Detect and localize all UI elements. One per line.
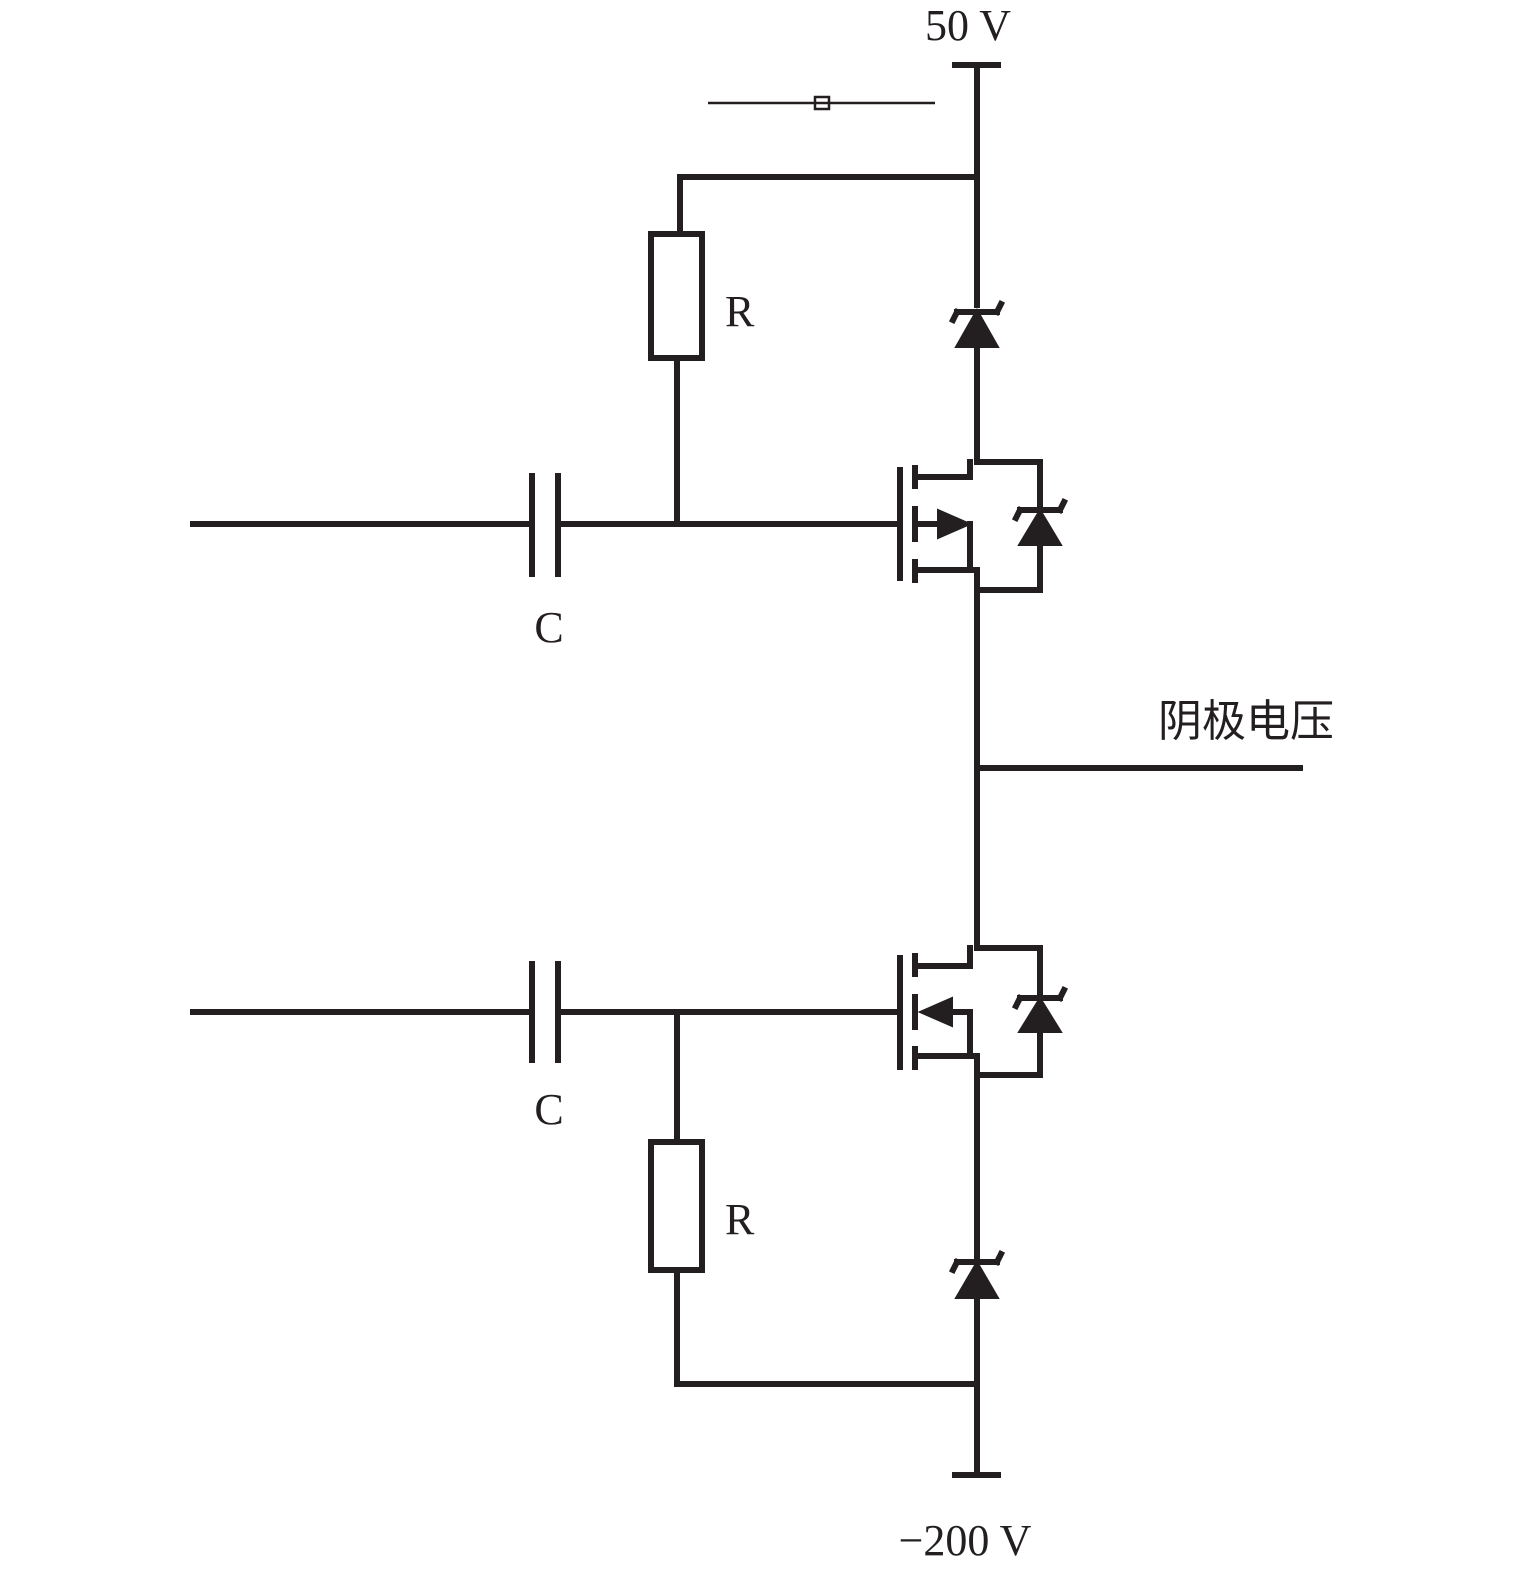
- zener-diode-bottom: [948, 1072, 1006, 1299]
- thin-marker-line: [708, 95, 935, 111]
- resistor-bottom: [648, 1009, 980, 1387]
- capacitor-top: [190, 473, 903, 577]
- zener-diode-top: [948, 299, 1006, 465]
- resistor-top: [648, 174, 980, 527]
- label-capacitor-top: C: [534, 603, 563, 652]
- bottom-supply-terminal: [952, 1297, 1001, 1478]
- output-node: [974, 587, 1303, 951]
- label-resistor-top: R: [725, 287, 755, 336]
- label-capacitor-bottom: C: [534, 1085, 563, 1134]
- top-supply-terminal: [952, 62, 1001, 308]
- body-zener-top: [1011, 459, 1069, 593]
- label-top-supply: 50 V: [925, 1, 1011, 50]
- mosfet-top: [897, 459, 1043, 593]
- capacitor-bottom: [190, 961, 903, 1063]
- mosfet-bottom: [897, 945, 1043, 1078]
- label-resistor-bottom: R: [725, 1195, 755, 1244]
- body-zener-bottom: [1011, 945, 1069, 1078]
- label-output: 阴极电压: [1158, 696, 1334, 747]
- label-bottom-supply: −200 V: [899, 1516, 1032, 1565]
